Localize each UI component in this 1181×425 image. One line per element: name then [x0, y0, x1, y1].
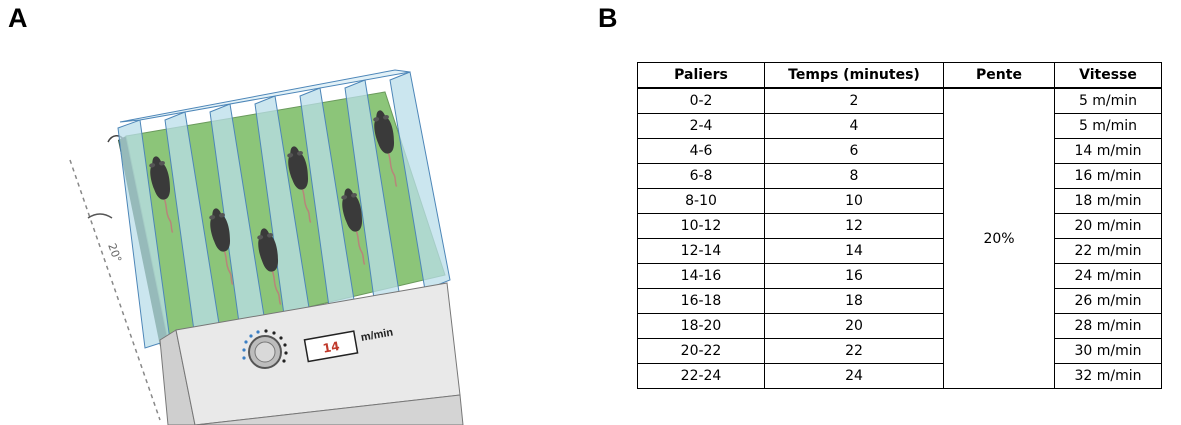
header-temps: Temps (minutes) [764, 62, 944, 89]
cell-vitesse: 32 m/min [1054, 363, 1162, 389]
cell-vitesse: 30 m/min [1054, 338, 1162, 364]
cell-vitesse: 20 m/min [1054, 213, 1162, 239]
panel-a-letter: A [8, 3, 28, 33]
treadmill-illustration: 20° 14 m/min [69, 69, 464, 425]
header-pente: Pente [943, 62, 1055, 89]
cell-temps: 22 [764, 338, 944, 364]
cell-vitesse: 26 m/min [1054, 288, 1162, 314]
cell-temps: 6 [764, 138, 944, 164]
cell-vitesse: 5 m/min [1054, 113, 1162, 139]
table-header-row: Paliers Temps (minutes) Pente Vitesse [637, 62, 1162, 89]
cell-temps: 14 [764, 238, 944, 264]
angle-label: 20° [105, 242, 124, 265]
cell-vitesse: 16 m/min [1054, 163, 1162, 189]
cell-palier: 8-10 [637, 188, 765, 214]
header-vitesse: Vitesse [1054, 62, 1162, 89]
cell-palier: 2-4 [637, 113, 765, 139]
cell-temps: 24 [764, 363, 944, 389]
cell-temps: 20 [764, 313, 944, 339]
cell-temps: 12 [764, 213, 944, 239]
header-paliers: Paliers [637, 62, 765, 89]
incline-guide-line [69, 159, 161, 421]
cell-vitesse: 22 m/min [1054, 238, 1162, 264]
cell-palier: 0-2 [637, 87, 765, 114]
cell-vitesse: 28 m/min [1054, 313, 1162, 339]
cell-vitesse: 14 m/min [1054, 138, 1162, 164]
speed-dial-icon [242, 329, 288, 369]
protocol-table: Paliers Temps (minutes) Pente Vitesse 0-… [637, 62, 1162, 389]
cell-palier: 16-18 [637, 288, 765, 314]
cell-palier: 10-12 [637, 213, 765, 239]
cell-temps: 2 [764, 87, 944, 114]
treadmill-housing-side [159, 329, 196, 425]
speed-display [303, 330, 359, 363]
cell-palier: 22-24 [637, 363, 765, 389]
panel-b-letter: B [598, 3, 618, 33]
cell-vitesse: 24 m/min [1054, 263, 1162, 289]
cell-palier: 6-8 [637, 163, 765, 189]
speed-display-unit: m/min [360, 326, 394, 343]
cell-vitesse: 18 m/min [1054, 188, 1162, 214]
cell-vitesse: 5 m/min [1054, 87, 1162, 114]
cell-temps: 10 [764, 188, 944, 214]
cell-palier: 4-6 [637, 138, 765, 164]
cell-temps: 18 [764, 288, 944, 314]
cell-temps: 8 [764, 163, 944, 189]
cell-palier: 12-14 [637, 238, 765, 264]
cell-pente: 20% [943, 87, 1055, 389]
cell-temps: 16 [764, 263, 944, 289]
cell-palier: 14-16 [637, 263, 765, 289]
cell-palier: 20-22 [637, 338, 765, 364]
speed-display-value: 14 [322, 339, 341, 356]
cell-temps: 4 [764, 113, 944, 139]
rotation-arrow-icon [87, 213, 113, 219]
cell-palier: 18-20 [637, 313, 765, 339]
